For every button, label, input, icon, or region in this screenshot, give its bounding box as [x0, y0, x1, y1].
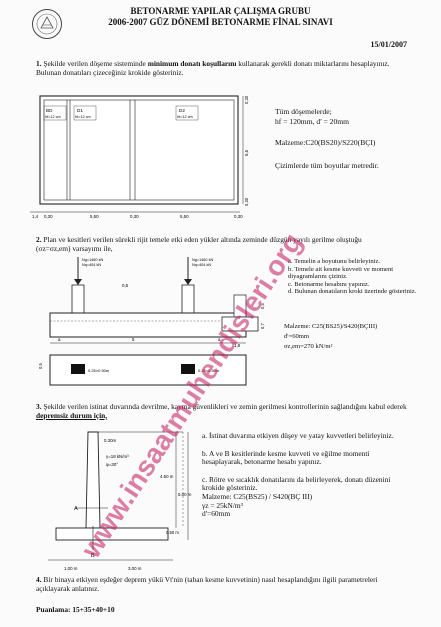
university-seal-icon — [32, 9, 62, 39]
q2-items: a. Temelin a boyutunu belirleyiniz. b. T… — [288, 258, 420, 296]
dim-bottom-label: 1,4 — [32, 214, 39, 219]
question-2-foundation-drawing: Ng=1460 kN Nq=404 kN Ng=1460 kN Nq=404 k… — [38, 257, 265, 386]
dim-label: a — [58, 337, 61, 342]
dim-bottom-label: 0,30 — [44, 214, 53, 219]
q3-item-b: b. A ve B kesitlerinde kesme kuvveti ve … — [202, 448, 370, 467]
slab-h-3: hf=12 cm — [177, 115, 193, 119]
dim-heel-width: 3.00 m — [128, 566, 142, 571]
column-label-2: 0.25×0.50m — [198, 368, 220, 373]
dim-right-label: 0,30 — [244, 197, 249, 206]
dim-bottom-label: 5,50 — [90, 214, 99, 219]
q3-material: Malzeme: C25(BS25) / S420(BÇ III) — [202, 491, 313, 501]
dim-toe-width: 1.00 m — [64, 566, 78, 571]
question-4-text: 4. Bir binaya etkiyen eşdeğer deprem yük… — [36, 575, 378, 593]
question-2-text: 2. Plan ve kesitleri verilen sürekli rij… — [36, 235, 362, 253]
load-nq-1: Nq=404 kN — [82, 263, 101, 267]
question-3-retaining-wall: A B 0.30m γ=18 kN/m³ φ=30° 4.50 m 5.00 m 0.50 m… — [48, 431, 192, 571]
dim-label: 0,7 — [260, 323, 265, 329]
dim-bottom-label: 0,30 — [234, 214, 243, 219]
dim-base-thickness: 0.50 m — [166, 530, 179, 535]
q3-items: a. İstinat duvarına etkiyen düşey ve yat… — [202, 431, 410, 519]
section-label-b: B — [91, 553, 95, 559]
section-label-a: A — [74, 506, 78, 512]
q1-material: Malzeme:C20(BS20)/S220(BÇI) — [275, 138, 376, 147]
dim-label: 1,8 — [234, 343, 241, 348]
slab-h-1: hf=12 cm — [45, 115, 61, 119]
q3-item-c: c. Rötre ve sıcaklık donatılarını da bel… — [202, 474, 391, 493]
load-ng-2: Ng=1460 kN — [192, 258, 213, 262]
dim-bottom-label: 5,50 — [180, 214, 189, 219]
dim-label: a — [218, 337, 221, 342]
exam-date: 15/01/2007 — [370, 40, 407, 49]
slab-label-d1: D1 — [77, 108, 83, 113]
question-1-text: 1. Şekilde verilen döşeme sisteminde min… — [36, 59, 390, 77]
dim-right-label: 0,30 — [244, 95, 249, 104]
slab-h-2: hf=12 cm — [75, 115, 91, 119]
dims-right-group: 0,30 5,5 0,30 — [244, 95, 249, 206]
q2-sigma: σz,em=270 kN/m² — [284, 343, 333, 350]
q1-units-note: Çizimlerde tüm boyutlar metredir. — [275, 161, 379, 170]
dim-label: 0,5 — [260, 303, 265, 309]
q3-gamma: γz = 25kN/m³ — [202, 500, 243, 510]
dim-right-label: 5,5 — [244, 149, 249, 156]
q2-d-prime: d'=60mm — [284, 333, 310, 340]
dim-label: 0,5 — [38, 363, 43, 369]
load-ng-1: Ng=1460 kN — [82, 258, 103, 262]
q2-item-b: b. Temele ait kesme kuvveti ve moment di… — [288, 265, 394, 281]
load-nq-2: Nq=404 kN — [192, 263, 211, 267]
q3-labels-group: A B 0.30m γ=18 kN/m³ φ=30° 4.50 m 5.00 m 0.50 m… — [64, 438, 192, 571]
q2-dims-group: 0,5 a 5 a 1,8 0,5 0,7 0,5 — [38, 283, 265, 369]
question-1-slab-plan: BD D1 D2 hf=12 cm hf=12 cm hf=12 cm 1,4 0… — [30, 95, 249, 219]
column-label-1: 0.25×0.50m — [88, 368, 110, 373]
question-3-text: 3. Şekilde verilen istinat duvarında dev… — [36, 402, 407, 420]
q3-d-prime: d'=60mm — [202, 509, 231, 519]
q3-item-a: a. İstinat duvarına etkiyen düşey ve yat… — [202, 431, 394, 440]
dim-label: 0,5 — [122, 283, 129, 288]
q2-item-a: a. Temelin a boyutunu belirleyiniz. — [288, 258, 381, 265]
q2-material: Malzeme: C25(BS25)/S420(BÇIII) — [284, 323, 378, 330]
q1-note-dims: hf = 120mm, d' = 20mm — [275, 117, 350, 126]
header-subtitle: 2006-2007 GÜZ DÖNEMİ BETONARME FİNAL SIN… — [108, 17, 333, 27]
slab-label-d2: D2 — [179, 108, 185, 113]
dim-bottom-label: 0,30 — [130, 214, 139, 219]
q2-item-d: d. Bulunan donatıların kroki üzerinde gö… — [288, 288, 417, 296]
q2-item-c: c. Betonarme hesabını yapınız. — [288, 280, 370, 288]
dim-wall-height: 4.50 m — [160, 474, 174, 479]
header-title: BETONARME YAPILAR ÇALIŞMA GRUBU — [130, 6, 311, 16]
scoring-footer: Puanlama: 15+35+40+10 — [36, 605, 115, 614]
slab-label-bd: BD — [46, 108, 53, 113]
soil-friction-angle: φ=30° — [106, 462, 118, 467]
dims-bottom-group: 1,4 0,30 5,50 0,30 5,50 0,30 — [32, 214, 243, 219]
soil-unit-weight: γ=18 kN/m³ — [106, 454, 129, 459]
q1-note-header: Tüm döşemelerde; — [275, 107, 332, 116]
dim-total-height: 5.00 m — [178, 492, 192, 497]
wall-top-width: 0.30m — [104, 438, 117, 443]
dim-label: 5 — [132, 337, 135, 342]
